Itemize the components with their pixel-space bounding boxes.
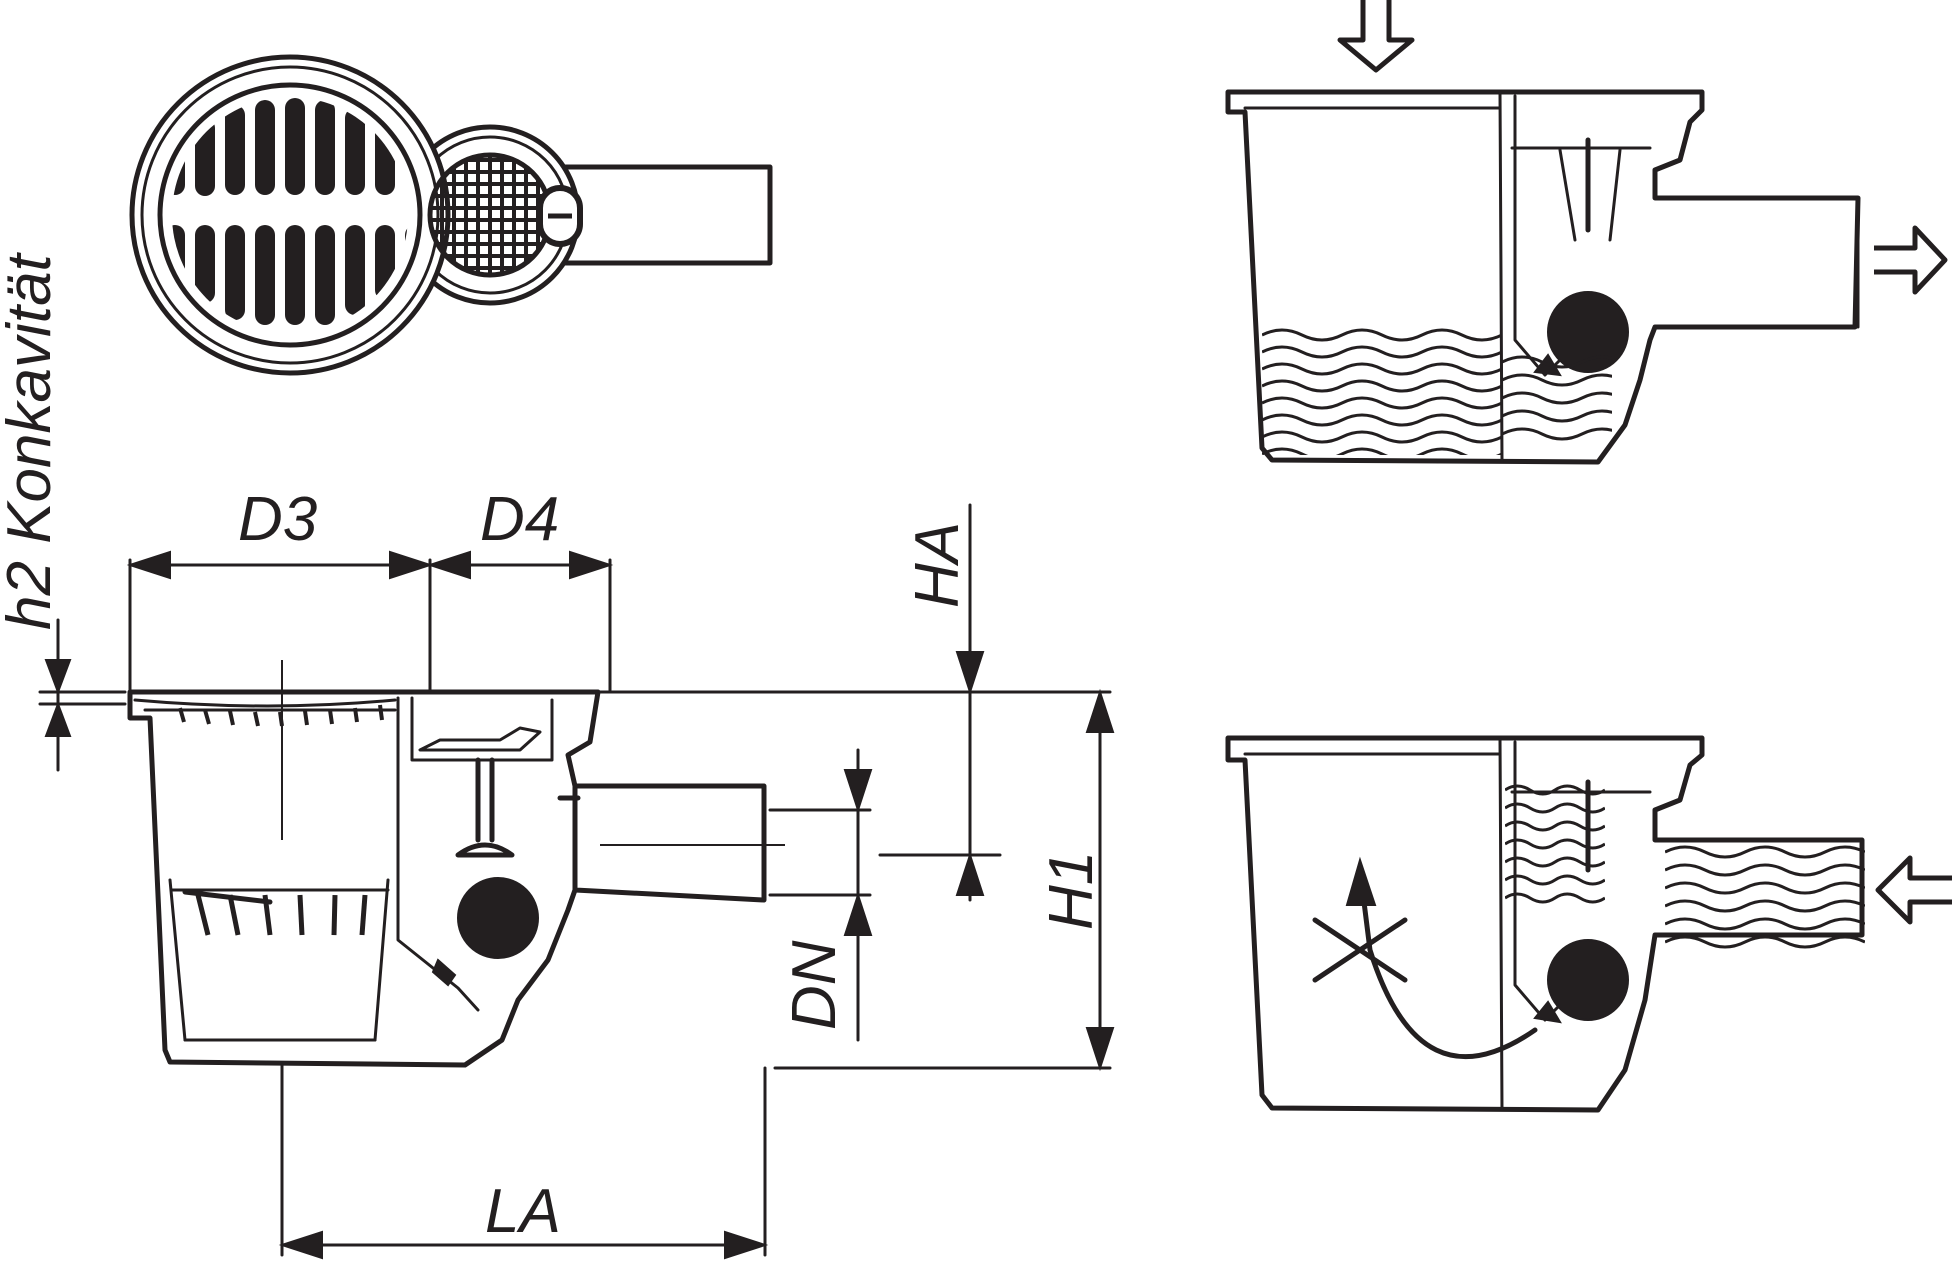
- plug-handle: [537, 185, 583, 247]
- dimension-dn: DN: [768, 748, 873, 1042]
- dimension-d3: D3: [126, 485, 434, 692]
- arrow-down-icon: [1337, 0, 1415, 73]
- mesh-grid: [430, 155, 550, 275]
- check-ball: [457, 877, 539, 959]
- flow-diagram-normal: [1225, 0, 1948, 465]
- flow-diagram-backflow: [1225, 735, 1952, 1113]
- dimension-ha: HA: [598, 503, 1112, 902]
- label-la: LA: [485, 1177, 561, 1246]
- label-h1: H1: [1037, 851, 1106, 930]
- label-d4: D4: [480, 485, 559, 554]
- dimension-h1: H1: [773, 688, 1115, 1072]
- label-d3: D3: [238, 485, 317, 554]
- arrow-right-icon: [1874, 225, 1948, 295]
- dimension-la: LA: [278, 1063, 769, 1260]
- label-h2: h2 Konkavität: [0, 252, 64, 630]
- top-view: [129, 54, 773, 376]
- section-view: D3 D4 h2 Konkavität HA: [0, 252, 1115, 1260]
- cross-icon: [1312, 917, 1408, 983]
- dimension-h2: h2 Konkavität: [0, 252, 127, 772]
- arrow-left-icon: [1875, 855, 1952, 925]
- top-view-outlet-pipe: [557, 164, 773, 266]
- dimension-d4: D4: [426, 485, 614, 692]
- label-ha: HA: [903, 522, 972, 608]
- label-dn: DN: [780, 940, 849, 1030]
- basket-slots: [195, 894, 368, 936]
- grate-teeth: [178, 704, 384, 727]
